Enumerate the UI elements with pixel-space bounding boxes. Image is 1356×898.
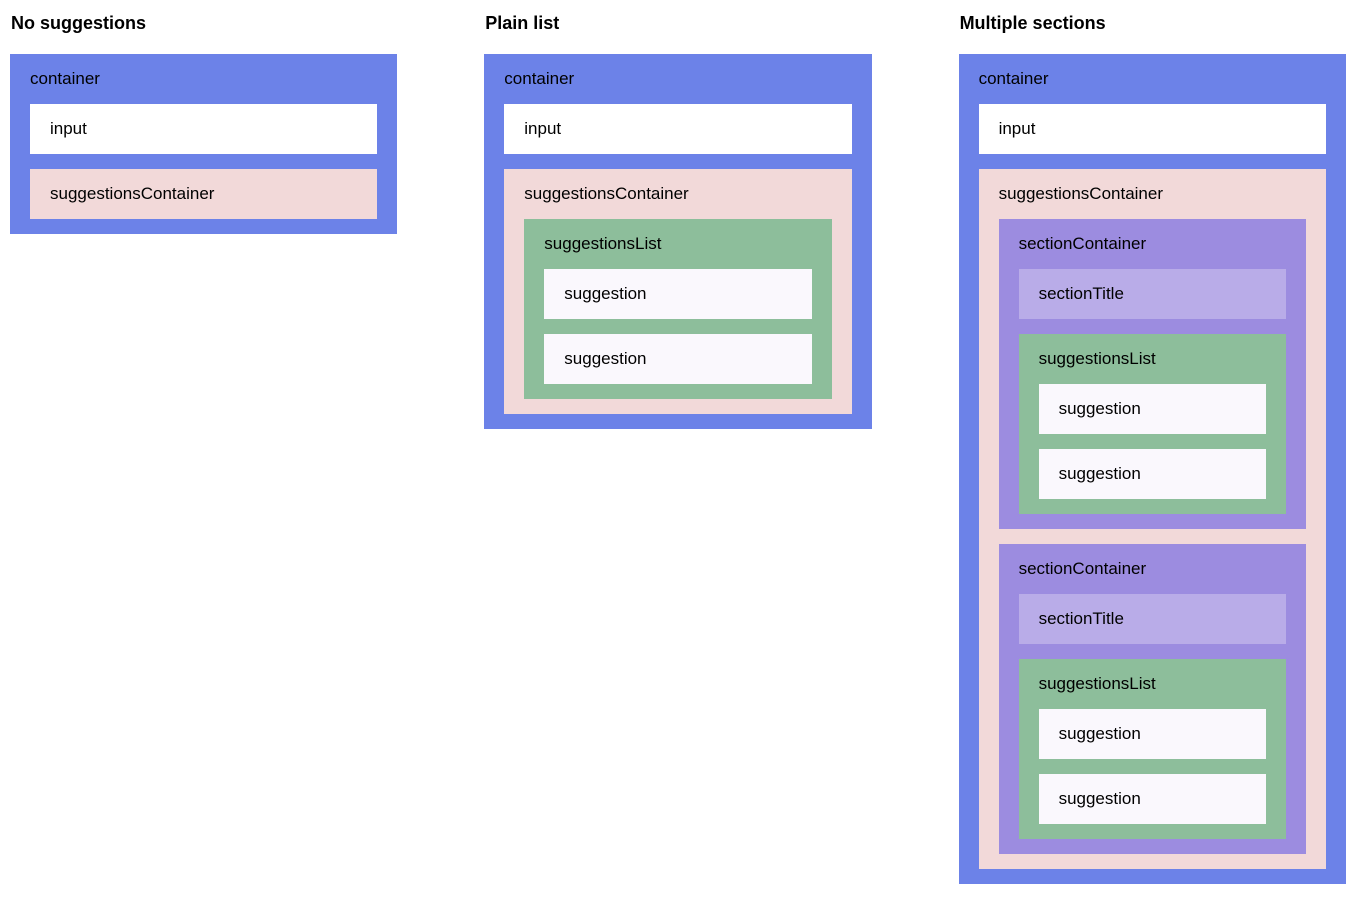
suggestions-list-box: suggestionsList suggestion suggestion bbox=[1018, 659, 1286, 839]
theme-examples-row: No suggestions container input suggestio… bbox=[10, 10, 1346, 884]
suggestion-label: suggestion bbox=[1058, 789, 1141, 808]
example-multiple-sections: Multiple sections container input sugges… bbox=[958, 10, 1346, 884]
section-title-label: sectionTitle bbox=[1038, 609, 1124, 628]
suggestions-container-box: suggestionsContainer sectionContainer se… bbox=[978, 169, 1326, 869]
suggestions-container-box: suggestionsContainer bbox=[30, 169, 378, 219]
suggestions-container-label: suggestionsContainer bbox=[50, 184, 215, 203]
example-heading-no-suggestions: No suggestions bbox=[11, 13, 147, 33]
container-label: container bbox=[978, 69, 1049, 88]
container-label: container bbox=[504, 69, 575, 88]
suggestion-label: suggestion bbox=[1058, 724, 1141, 743]
section-title-label: sectionTitle bbox=[1038, 284, 1124, 303]
example-heading-multiple-sections: Multiple sections bbox=[959, 13, 1106, 33]
suggestion-box: suggestion bbox=[544, 334, 812, 384]
example-no-suggestions: No suggestions container input suggestio… bbox=[10, 10, 398, 234]
container-label: container bbox=[30, 69, 100, 88]
suggestion-label: suggestion bbox=[564, 284, 647, 303]
suggestions-list-box: suggestionsList suggestion suggestion bbox=[524, 219, 832, 399]
input-box: input bbox=[30, 104, 378, 154]
container-box: container input suggestionsContainer sec… bbox=[958, 54, 1346, 884]
suggestions-container-box: suggestionsContainer suggestionsList sug… bbox=[504, 169, 852, 414]
input-box: input bbox=[978, 104, 1326, 154]
section-container-box: sectionContainer sectionTitle suggestion… bbox=[998, 544, 1306, 854]
example-heading-plain-list: Plain list bbox=[485, 13, 560, 33]
section-title-box: sectionTitle bbox=[1018, 594, 1286, 644]
suggestion-label: suggestion bbox=[1058, 464, 1141, 483]
input-box: input bbox=[504, 104, 852, 154]
example-plain-list: Plain list container input suggestionsCo… bbox=[484, 10, 872, 429]
suggestions-list-label: suggestionsList bbox=[1038, 349, 1156, 368]
input-label: input bbox=[524, 119, 562, 138]
suggestion-label: suggestion bbox=[1058, 399, 1141, 418]
suggestions-container-label: suggestionsContainer bbox=[524, 184, 689, 203]
suggestion-box: suggestion bbox=[544, 269, 812, 319]
suggestion-box: suggestion bbox=[1038, 709, 1266, 759]
input-label: input bbox=[998, 119, 1036, 138]
suggestions-container-label: suggestionsContainer bbox=[998, 184, 1164, 203]
suggestion-label: suggestion bbox=[564, 349, 647, 368]
section-container-label: sectionContainer bbox=[1018, 234, 1147, 253]
suggestions-list-box: suggestionsList suggestion suggestion bbox=[1018, 334, 1286, 514]
input-label: input bbox=[50, 119, 87, 138]
section-container-label: sectionContainer bbox=[1018, 559, 1147, 578]
container-box: container input suggestionsContainer bbox=[10, 54, 398, 234]
container-box: container input suggestionsContainer sug… bbox=[484, 54, 872, 429]
suggestions-list-label: suggestionsList bbox=[1038, 674, 1156, 693]
suggestions-list-label: suggestionsList bbox=[544, 234, 662, 253]
suggestion-box: suggestion bbox=[1038, 384, 1266, 434]
section-container-box: sectionContainer sectionTitle suggestion… bbox=[998, 219, 1306, 529]
suggestion-box: suggestion bbox=[1038, 774, 1266, 824]
section-title-box: sectionTitle bbox=[1018, 269, 1286, 319]
suggestion-box: suggestion bbox=[1038, 449, 1266, 499]
